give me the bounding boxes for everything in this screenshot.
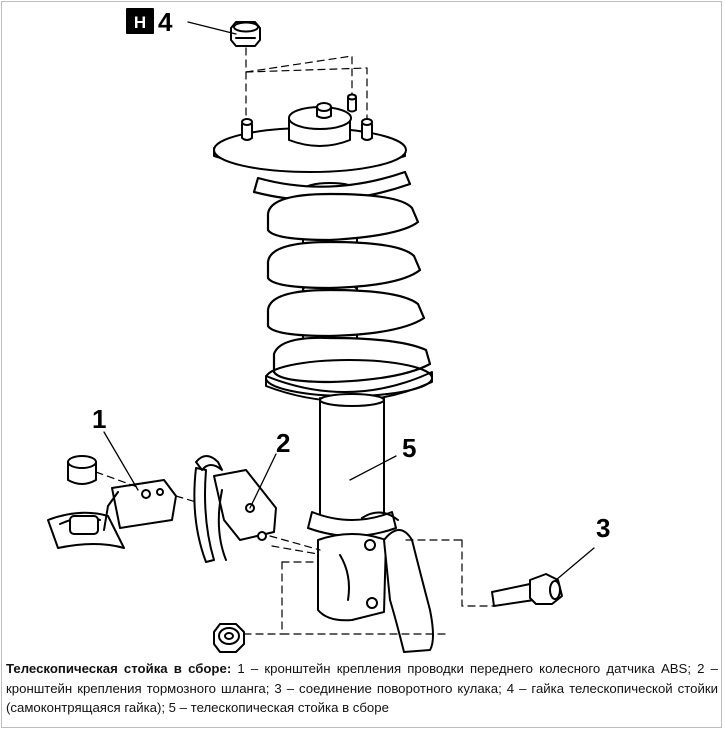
abs-wiring-bracket <box>47 479 177 549</box>
brake-hose-guide-lines <box>269 535 321 551</box>
upper-mount <box>213 93 407 173</box>
callout-leaders <box>103 21 595 581</box>
abs-guide-lines <box>95 471 197 503</box>
svg-text:H: H <box>134 13 146 32</box>
lower-nut <box>213 623 245 653</box>
figure-caption: Телескопическая стойка в сборе: 1 – крон… <box>6 659 718 718</box>
top-nut-guide-lines <box>245 47 368 123</box>
caption-title: Телескопическая стойка в сборе: <box>6 661 232 676</box>
h-tag: H <box>126 8 154 34</box>
coil-spring <box>252 170 432 384</box>
callout-2: 2 <box>276 428 290 458</box>
strut-tube <box>319 393 385 521</box>
tube-bracket <box>307 511 397 537</box>
knuckle-guide-lines <box>243 539 495 635</box>
callout-1: 1 <box>92 404 106 434</box>
caption-text: 1 – кронштейн крепления проводки передне… <box>6 661 718 715</box>
abs-bracket-grommet <box>67 455 97 485</box>
knuckle-bolt <box>491 573 563 607</box>
callout-4: 4 <box>158 7 173 37</box>
strut-assembly-drawing: H <box>47 7 610 653</box>
callout-5: 5 <box>402 433 416 463</box>
steering-knuckle <box>361 511 434 653</box>
top-nut <box>230 21 261 47</box>
callout-3: 3 <box>596 513 610 543</box>
knuckle-clamp <box>317 533 387 622</box>
brake-hose-bracket <box>193 455 277 563</box>
